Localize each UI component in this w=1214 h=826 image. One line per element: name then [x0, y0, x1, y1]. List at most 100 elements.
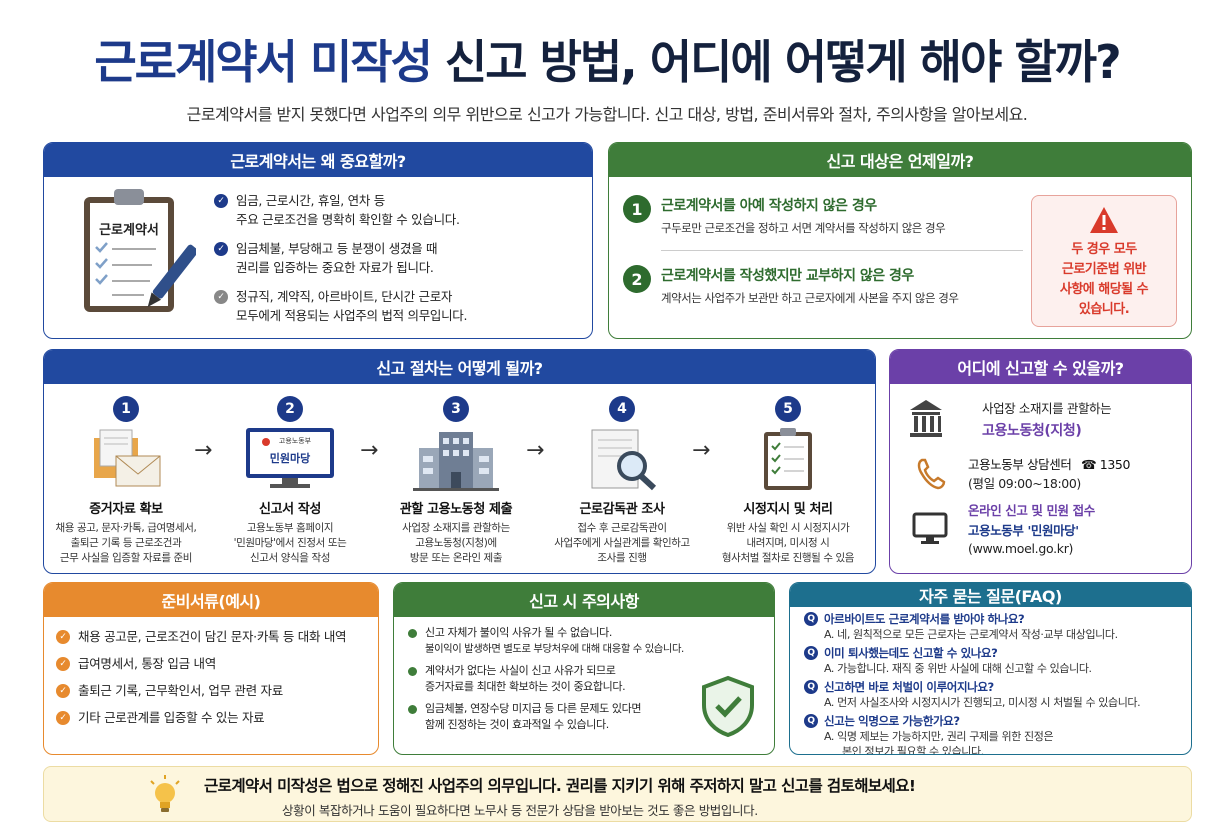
portal-small-label: 고용노동부: [278, 437, 312, 445]
document-text: 출퇴근 기록, 근무확인서, 업무 관련 자료: [78, 683, 283, 698]
case-number: 2: [623, 265, 651, 293]
caution-line: 신고 자체가 불이익 사유가 될 수 없습니다.: [425, 626, 612, 639]
check-icon: ✓: [56, 630, 70, 644]
magnifier-document-icon: [542, 426, 702, 494]
case-heading: 근로계약서를 작성했지만 교부하지 않은 경우: [661, 268, 914, 284]
step-desc-line: 출퇴근 기록 등 근로조건과: [70, 537, 182, 549]
step-desc-line: 방문 또는 온라인 제출: [409, 552, 503, 564]
warning-box: 두 경우 모두 근로기준법 위반 사항에 해당될 수 있습니다.: [1031, 195, 1177, 327]
document-item: ✓기타 근로관계를 입증할 수 있는 자료: [56, 708, 376, 727]
step-title: 시정지시 및 처리: [743, 502, 833, 517]
procedure-step: 2 고용노동부 민원마당 신고서 작성 고용노동부 홈페이지'민원마당'에서 진…: [210, 396, 370, 566]
check-icon: ✓: [214, 290, 228, 304]
title-highlight: 근로계약서 미작성: [94, 35, 433, 89]
question-badge-icon: Q: [804, 646, 818, 660]
warning-line: 사항에 해당될 수: [1059, 282, 1149, 297]
document-text: 급여명세서, 통장 입금 내역: [78, 656, 216, 671]
faq-question: 신고는 익명으로 가능한가요?: [824, 714, 960, 728]
procedure-step: 1 증거자료 확보 채용 공고, 문자·카톡, 급여명세서, 출퇴근 기록 등 근…: [46, 396, 206, 566]
check-icon: ✓: [214, 242, 228, 256]
clipboard-icon: [84, 189, 199, 312]
where-card: 어디에 신고할 수 있을까? 사업장 소재지를 관할하는 고용노동청(지청) 고…: [889, 349, 1192, 574]
warning-icon: [1090, 207, 1118, 233]
question-badge-icon: Q: [804, 714, 818, 728]
importance-title: 근로계약서는 왜 중요할까?: [44, 143, 592, 177]
monitor-icon: 고용노동부 민원마당: [210, 426, 370, 494]
case-heading: 근로계약서를 아예 작성하지 않은 경우: [661, 198, 877, 214]
caution-line: 불이익이 발생하면 별도로 부당처우에 대해 대응할 수 있습니다.: [425, 643, 684, 655]
phone-label: 고용노동부 상담센터: [968, 457, 1072, 472]
faq-answer: A. 익명 제보는 가능하지만, 권리 구제를 위한 진정은: [824, 730, 1054, 743]
divider: [661, 250, 1023, 251]
step-title: 신고서 작성: [259, 502, 321, 517]
title-rest: 신고 방법, 어디에 어떻게 해야 할까?: [430, 35, 1122, 89]
footer-banner: 근로계약서 미작성은 법으로 정해진 사업주의 의무입니다. 권리를 지키기 위…: [43, 766, 1192, 822]
clipboard-illustration: 근로계약서: [66, 187, 199, 317]
cautions-title: 신고 시 주의사항: [394, 583, 774, 617]
online-name: 고용노동부 '민원마당': [968, 523, 1079, 538]
document-folder-icon: [46, 426, 206, 494]
step-number: 1: [113, 396, 139, 422]
question-badge-icon: Q: [804, 612, 818, 626]
importance-item-line: 임금, 근로시간, 휴일, 연차 등: [236, 193, 385, 208]
clipboard-label: 근로계약서: [99, 223, 159, 238]
importance-item-line: 권리를 입증하는 중요한 자료가 됩니다.: [236, 260, 434, 275]
online-url[interactable]: (www.moel.go.kr): [968, 541, 1074, 556]
faq-answer: A. 가능합니다. 재직 중 위반 사실에 대해 신고할 수 있습니다.: [824, 662, 1092, 675]
procedure-card: 신고 절차는 어떻게 될까? 1 증거자료 확보 채용 공고, 문자·카톡, 급…: [43, 349, 876, 574]
step-desc-line: '민원마당'에서 진정서 또는: [233, 537, 347, 549]
step-desc-line: 고용노동청(지청)에: [415, 537, 497, 549]
step-title: 근로감독관 조사: [579, 502, 665, 517]
faq-question: 신고하면 바로 처벌이 이루어지나요?: [824, 680, 994, 694]
faq-item[interactable]: Q 아르바이트도 근로계약서를 받아야 하나요? A. 네, 원칙적으로 모든 근로…: [804, 611, 1189, 642]
step-desc-line: 사업주에게 사실관계를 확인하고: [554, 537, 690, 549]
arrow-right-icon: →: [194, 438, 213, 463]
document-item: ✓ 출퇴근 기록, 근무확인서, 업무 관련 자료: [56, 681, 376, 700]
caution-line: 함께 진정하는 것이 효과적일 수 있습니다.: [425, 718, 609, 731]
check-icon: ✓: [56, 711, 70, 725]
faq-answer: A. 먼저 사실조사와 시정지시가 진행되고, 미시정 시 처벌될 수 있습니다…: [824, 696, 1141, 709]
faq-answer: A. 네, 원칙적으로 모든 근로자는 근로계약서 작성·교부 대상입니다.: [824, 628, 1118, 641]
phone-icon: [916, 458, 946, 494]
documents-title: 준비서류(예시): [44, 583, 378, 617]
importance-item-line: 임금체불, 부당해고 등 분쟁이 생겼을 때: [236, 241, 438, 256]
arrow-right-icon: →: [526, 438, 545, 463]
arrow-right-icon: →: [360, 438, 379, 463]
warning-line: 있습니다.: [1078, 302, 1130, 317]
footer-sub: 상황이 복잡하거나 도움이 필요하다면 노무사 등 전문가 상담을 받아보는 것…: [282, 803, 758, 818]
faq-question: 아르바이트도 근로계약서를 받아야 하나요?: [824, 612, 1025, 626]
step-desc-line: 위반 사실 확인 시 시정지시가: [726, 522, 850, 534]
step-title: 증거자료 확보: [89, 502, 163, 517]
faq-item[interactable]: Q 신고는 익명으로 가능한가요? A. 익명 제보는 가능하지만, 권리 구제를 …: [804, 713, 1189, 754]
importance-card: 근로계약서는 왜 중요할까? 근로계약서 ✓임금, 근로시간, 휴일, 연차 등…: [43, 142, 593, 339]
portal-name-label: 민원마당: [269, 452, 311, 465]
computer-icon: [912, 512, 948, 550]
step-desc-line: 신고서 양식을 작성: [250, 552, 330, 564]
step-desc-line: 접수 후 근로감독관이: [577, 522, 667, 534]
warning-line: 근로기준법 위반: [1061, 262, 1147, 277]
caution-line: 임금체불, 연장수당 미지급 등 다른 문제도 있다면: [425, 702, 642, 715]
bullet-icon: [408, 705, 417, 714]
office-pre: 사업장 소재지를 관할하는: [982, 401, 1112, 416]
building-icon: [908, 398, 944, 442]
shield-check-icon: [700, 675, 756, 741]
where-title: 어디에 신고할 수 있을까?: [890, 350, 1191, 384]
check-icon: ✓: [56, 684, 70, 698]
step-number: 5: [775, 396, 801, 422]
importance-item-line: 주요 근로조건을 명확히 확인할 수 있습니다.: [236, 212, 460, 227]
page-subtitle: 근로계약서를 받지 못했다면 사업주의 의무 위반으로 신고가 가능합니다. 신…: [0, 101, 1214, 125]
phone-line: 고용노동부 상담센터 ☎ 1350: [968, 454, 1130, 473]
step-number: 2: [277, 396, 303, 422]
step-desc-line: 채용 공고, 문자·카톡, 급여명세서,: [55, 522, 197, 534]
